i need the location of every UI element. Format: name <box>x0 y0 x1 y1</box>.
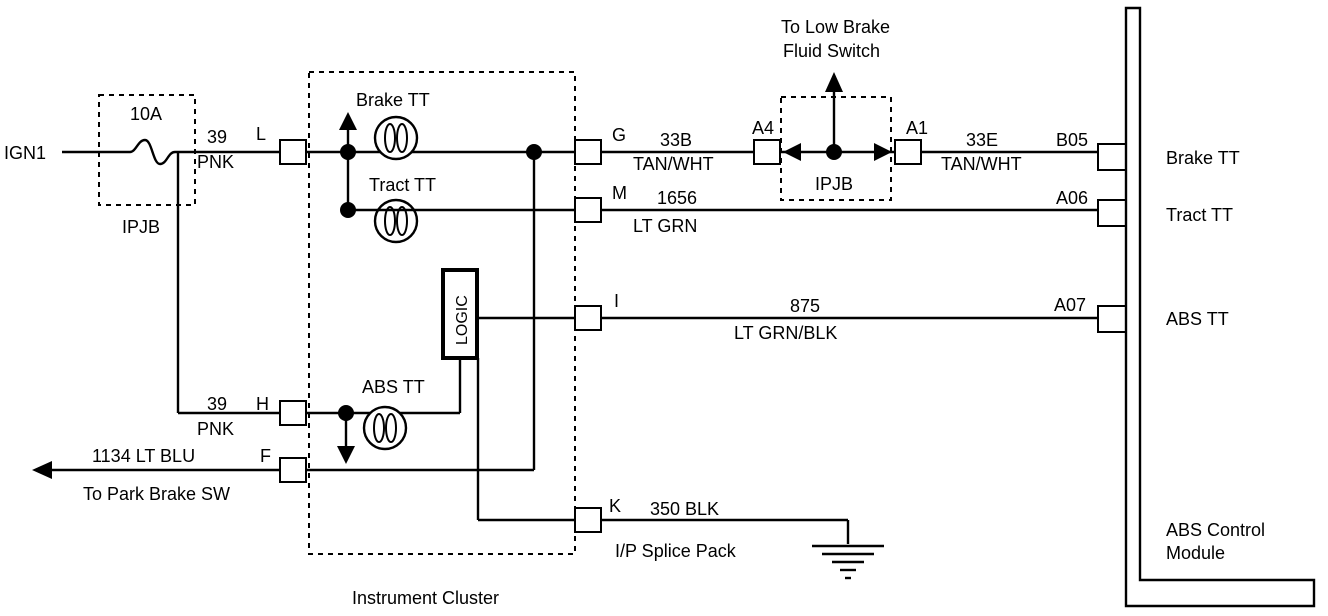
pin-I-label: I <box>614 291 619 311</box>
wire-39-top-color: PNK <box>197 152 234 172</box>
instrument-cluster-label: Instrument Cluster <box>352 588 499 608</box>
ign1-label: IGN1 <box>4 143 46 163</box>
logic-label: LOGIC <box>454 295 471 345</box>
low-brake-label-line1: To Low Brake <box>781 17 890 37</box>
connector-L <box>279 139 307 165</box>
pin-G-label: G <box>612 125 626 145</box>
ipjb-fuse-label: IPJB <box>122 217 160 237</box>
connector-F <box>279 457 307 483</box>
pin-M-label: M <box>612 183 627 203</box>
module-abs-tt-label: ABS TT <box>1166 309 1229 329</box>
ipjb-splice-label: IPJB <box>815 174 853 194</box>
ground-icon <box>812 544 884 580</box>
ipjb-fuse-box <box>98 94 196 206</box>
tract-tt-lamp-icon <box>373 198 419 244</box>
pin-F-label: F <box>260 446 271 466</box>
ip-splice-pack-label: I/P Splice Pack <box>615 541 737 561</box>
wire-33b-color: TAN/WHT <box>633 154 714 174</box>
ipjb-splice-box <box>780 96 892 201</box>
module-tract-tt-label: Tract TT <box>1166 205 1233 225</box>
ipjb-left-arrow-icon <box>783 143 801 161</box>
abs-tt-label: ABS TT <box>362 377 425 397</box>
connector-I <box>574 305 602 331</box>
to-park-brake-label: To Park Brake SW <box>83 484 230 504</box>
wire-350-label: 350 BLK <box>650 499 719 519</box>
connector-H <box>279 400 307 426</box>
connector-K <box>574 507 602 533</box>
brake-tt-arrow-icon <box>339 112 357 130</box>
module-name-line2: Module <box>1166 543 1225 563</box>
abs-control-module <box>1124 6 1316 608</box>
brake-tt-label: Brake TT <box>356 90 430 110</box>
connector-A06 <box>1097 199 1127 227</box>
abs-tt-lamp-icon <box>362 405 408 451</box>
pin-K-label: K <box>609 496 621 516</box>
low-brake-label-line2: Fluid Switch <box>783 41 880 61</box>
wire-1134-label: 1134 LT BLU <box>92 446 195 466</box>
connector-A4 <box>753 139 781 165</box>
module-brake-tt-label: Brake TT <box>1166 148 1240 168</box>
wire-875-number: 875 <box>790 296 820 316</box>
wire-39-bottom-number: 39 <box>207 394 227 414</box>
connector-A1 <box>894 139 922 165</box>
park-brake-arrow-icon <box>32 461 52 479</box>
pin-L-label: L <box>256 124 266 144</box>
connector-M <box>574 197 602 223</box>
pin-A1-label: A1 <box>906 118 928 138</box>
wire-33e-number: 33E <box>966 130 998 150</box>
wire-39-bottom-color: PNK <box>197 419 234 439</box>
brake-tt-lamp-icon <box>373 115 419 161</box>
connector-G <box>574 139 602 165</box>
wire-1656-number: 1656 <box>657 188 697 208</box>
tract-tt-label: Tract TT <box>369 175 436 195</box>
abs-tt-arrow-icon <box>337 446 355 464</box>
logic-block <box>441 268 479 360</box>
wire-39-top-number: 39 <box>207 127 227 147</box>
wire-875-color: LT GRN/BLK <box>734 323 837 343</box>
fuse-symbol <box>129 138 176 166</box>
pin-H-label: H <box>256 394 269 414</box>
wire-33e-color: TAN/WHT <box>941 154 1022 174</box>
module-name-line1: ABS Control <box>1166 520 1265 540</box>
wire-33b-number: 33B <box>660 130 692 150</box>
wire-1656-color: LT GRN <box>633 216 697 236</box>
pin-A06-label: A06 <box>1056 188 1088 208</box>
low-brake-arrow-icon <box>825 72 843 92</box>
instrument-cluster-box <box>308 71 576 555</box>
fuse-rating-label: 10A <box>130 104 162 124</box>
connector-B05 <box>1097 143 1127 171</box>
pin-B05-label: B05 <box>1056 130 1088 150</box>
pin-A07-label: A07 <box>1054 295 1086 315</box>
ipjb-right-arrow-icon <box>874 143 892 161</box>
connector-A07 <box>1097 305 1127 333</box>
pin-A4-label: A4 <box>752 118 774 138</box>
